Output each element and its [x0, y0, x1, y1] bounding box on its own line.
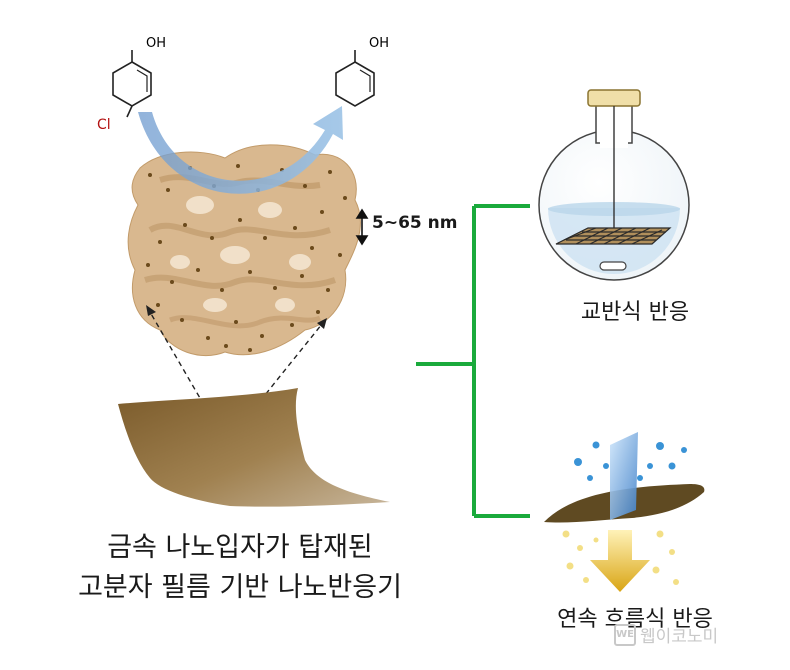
oh-label-left: OH — [146, 36, 167, 51]
watermark-logo: WE — [614, 623, 636, 646]
inlet-plate — [610, 432, 638, 520]
oh-label-right: OH — [369, 36, 390, 51]
stirred-reaction-label: 교반식 반응 — [580, 300, 690, 325]
chlorophenol-molecule — [112, 50, 152, 118]
caption-line-2: 고분자 필름 기반 나노반응기 — [78, 572, 402, 603]
porous-polymer-structure — [127, 144, 361, 356]
stir-bar — [599, 261, 627, 271]
connector-bracket — [416, 204, 530, 518]
outlet-arrow — [590, 530, 650, 592]
reaction-arrow — [138, 106, 343, 194]
flask — [538, 89, 690, 281]
flow-reactor — [544, 432, 705, 592]
cl-label: Cl — [97, 117, 111, 133]
watermark-text: 웹이코노미 — [640, 627, 719, 647]
watermark: WE 웹이코노미 — [614, 622, 718, 647]
catalyst-mesh — [555, 227, 672, 245]
caption-line-1: 금속 나노입자가 탑재된 — [107, 532, 373, 563]
size-label: 5~65 nm — [372, 213, 458, 233]
size-indicator — [355, 208, 369, 246]
polymer-film — [118, 388, 390, 507]
phenol-molecule — [335, 50, 375, 107]
